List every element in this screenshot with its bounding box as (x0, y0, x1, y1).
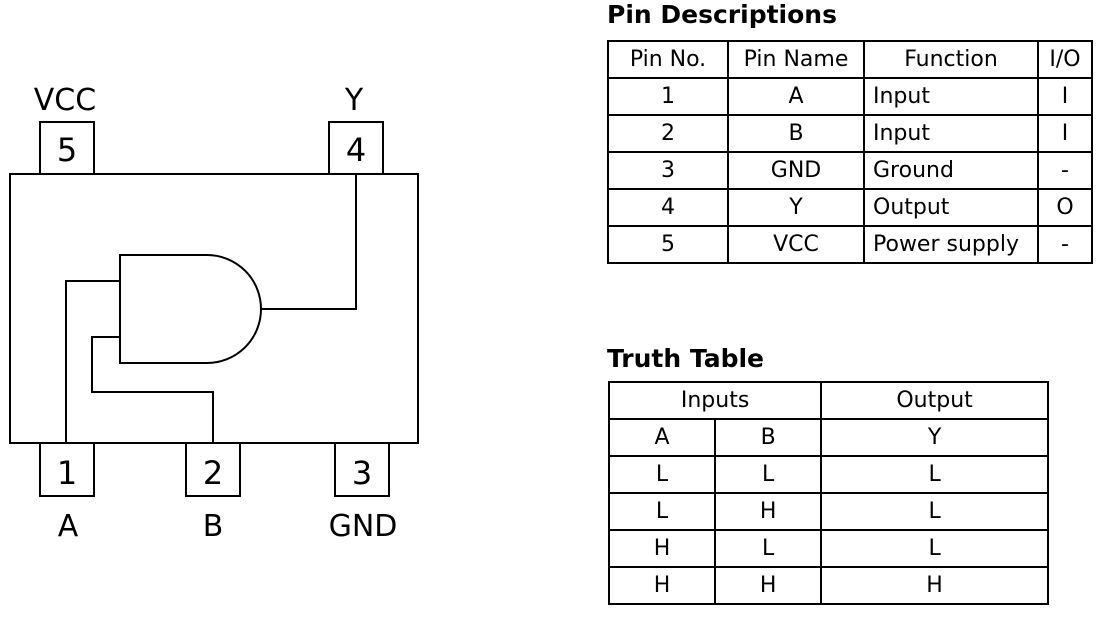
cell-pin-no: 1 (607, 77, 729, 116)
cell-a: H (607, 529, 717, 568)
cell-y: L (820, 492, 1049, 531)
cell-b: L (714, 529, 823, 568)
table-header-row: A B Y (607, 418, 1049, 457)
table-row: H H H (607, 566, 1049, 605)
cell-io: O (1037, 188, 1093, 227)
cell-io: I (1037, 77, 1093, 116)
package-diagram: 5 VCC 4 Y 1 A 2 B 3 GND (0, 0, 440, 619)
cell-pin-name: GND (727, 151, 865, 190)
pin-2: 2 B (185, 442, 241, 544)
cell-y: L (820, 529, 1049, 568)
pin-3-label: GND (329, 509, 398, 544)
header-function: Function (863, 40, 1039, 79)
cell-io: - (1037, 225, 1093, 264)
pin-2-label: B (203, 509, 224, 544)
pin-5-label: VCC (34, 83, 96, 118)
pin-3: 3 GND (329, 442, 398, 544)
cell-a: H (607, 566, 717, 605)
cell-pin-name: A (727, 77, 865, 116)
header-io: I/O (1037, 40, 1093, 79)
table-row: 5 VCC Power supply - (607, 225, 1093, 264)
cell-pin-name: Y (727, 188, 865, 227)
header-a: A (607, 418, 717, 457)
cell-io: I (1037, 114, 1093, 153)
table-row: 3 GND Ground - (607, 151, 1093, 190)
pin-5: 5 VCC (34, 83, 96, 175)
cell-b: H (714, 492, 823, 531)
table-row: L H L (607, 492, 1049, 531)
pin-1-label: A (58, 509, 79, 544)
table-row: 4 Y Output O (607, 188, 1093, 227)
cell-y: L (820, 455, 1049, 494)
wire-input-a (65, 280, 120, 443)
header-inputs-group: Inputs (607, 381, 823, 420)
table-row: L L L (607, 455, 1049, 494)
cell-pin-no: 3 (607, 151, 729, 190)
pin-4-number: 4 (346, 131, 366, 169)
truth-table: Inputs Output A B Y L L L L H L H L L H … (607, 381, 1049, 605)
cell-function: Input (863, 77, 1039, 116)
cell-pin-name: B (727, 114, 865, 153)
cell-function: Power supply (863, 225, 1039, 264)
table-row: 1 A Input I (607, 77, 1093, 116)
wire-input-b (91, 336, 214, 443)
table-row: 2 B Input I (607, 114, 1093, 153)
pin-4: 4 Y (328, 83, 384, 175)
cell-b: L (714, 455, 823, 494)
pin-2-number: 2 (203, 454, 223, 492)
cell-function: Input (863, 114, 1039, 153)
truth-table-title: Truth Table (607, 344, 765, 373)
and-gate-symbol (119, 254, 262, 364)
pin-3-number: 3 (352, 454, 372, 492)
pin-descriptions-table: Pin No. Pin Name Function I/O 1 A Input … (607, 40, 1093, 264)
package-diagram-svg: 5 VCC 4 Y 1 A 2 B 3 GND (9, 83, 419, 544)
cell-pin-no: 2 (607, 114, 729, 153)
table-group-header-row: Inputs Output (607, 381, 1049, 420)
header-pin-no: Pin No. (607, 40, 729, 79)
cell-pin-name: VCC (727, 225, 865, 264)
header-output-group: Output (820, 381, 1049, 420)
header-b: B (714, 418, 823, 457)
cell-pin-no: 5 (607, 225, 729, 264)
cell-b: H (714, 566, 823, 605)
table-header-row: Pin No. Pin Name Function I/O (607, 40, 1093, 79)
header-pin-name: Pin Name (727, 40, 865, 79)
cell-function: Output (863, 188, 1039, 227)
pin-descriptions-title: Pin Descriptions (607, 0, 837, 29)
pin-5-number: 5 (57, 131, 77, 169)
pin-4-label: Y (344, 83, 364, 118)
pin-1-number: 1 (57, 454, 77, 492)
cell-a: L (607, 455, 717, 494)
cell-pin-no: 4 (607, 188, 729, 227)
cell-io: - (1037, 151, 1093, 190)
cell-function: Ground (863, 151, 1039, 190)
table-row: H L L (607, 529, 1049, 568)
pin-1: 1 A (39, 442, 95, 544)
wire-output-y (261, 174, 357, 310)
cell-a: L (607, 492, 717, 531)
header-y: Y (820, 418, 1049, 457)
cell-y: H (820, 566, 1049, 605)
